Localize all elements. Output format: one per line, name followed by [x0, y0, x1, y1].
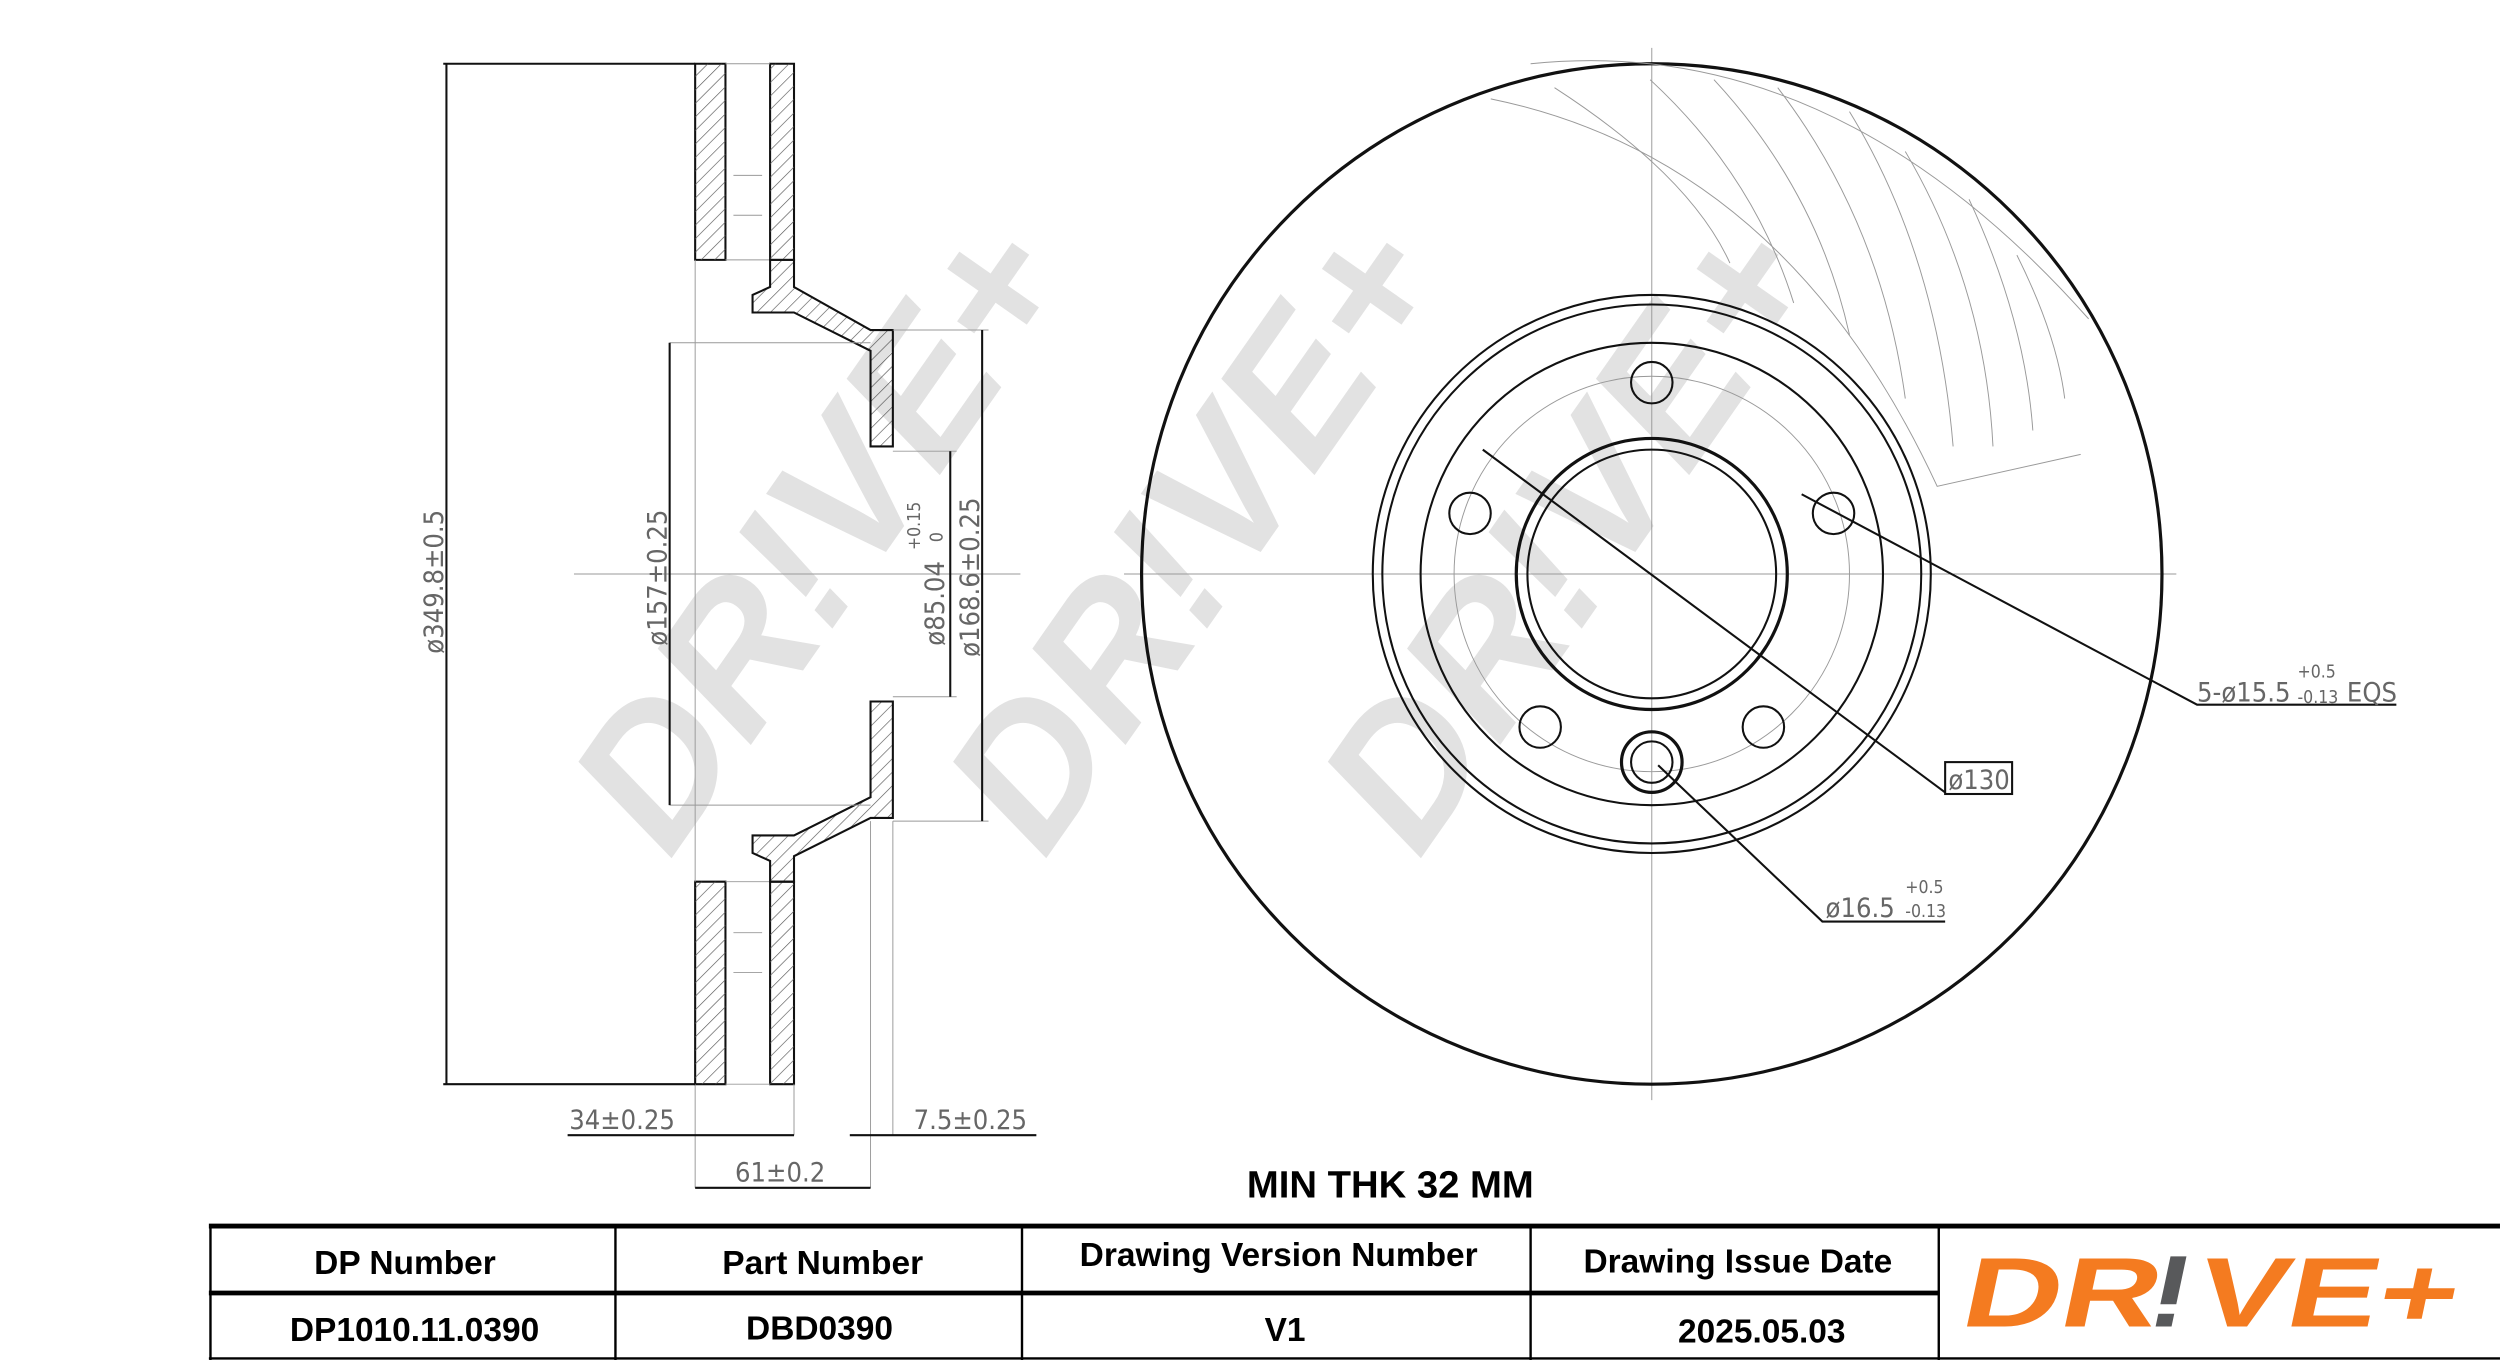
- svg-text:DR VE+: DR VE+: [1953, 1239, 2471, 1349]
- header-dp-number: DP Number: [314, 1245, 496, 1282]
- value-part-number: DBD0390: [746, 1310, 893, 1347]
- dim-thickness: 34±0.25: [569, 1105, 675, 1136]
- bolt-hole: [1741, 705, 1786, 749]
- drive-logo: DR VE+: [1953, 1239, 2471, 1349]
- front-view: 5-ø15.5 +0.5 -0.13 EQS ø130 ø16.5 +0.5 -…: [1124, 47, 2397, 1101]
- svg-text:+0.15: +0.15: [905, 502, 925, 550]
- watermark: DR!VE+ DR!VE+ DR!VE+: [528, 183, 1858, 885]
- side-section-view: [573, 62, 1021, 1188]
- dim-bolt-holes: 5-ø15.5: [2197, 678, 2290, 709]
- title-block: DP Number Part Number Drawing Version Nu…: [208, 1223, 2500, 1360]
- side-dimensions: ø349.8±0.5 ø157±0.25 ø85.04 +0.15 0 ø168…: [419, 62, 1037, 1189]
- dim-hat-thickness: 7.5±0.25: [914, 1105, 1027, 1136]
- bolt-hole: [1518, 705, 1562, 749]
- svg-text:+0.5: +0.5: [2298, 663, 2336, 683]
- header-issue-date: Drawing Issue Date: [1583, 1243, 1892, 1280]
- value-dp-number: DP1010.11.0390: [290, 1312, 539, 1349]
- bolt-hole: [1630, 360, 1674, 405]
- dim-outer-diameter: ø349.8±0.5: [419, 510, 450, 654]
- svg-text:0: 0: [927, 532, 947, 542]
- dim-pcd: ø130: [1948, 765, 2009, 796]
- value-issue-date: 2025.05.03: [1678, 1313, 1846, 1350]
- dim-hat-diameter: ø168.6±0.25: [955, 498, 986, 657]
- dim-center-bore: ø85.04: [920, 561, 951, 646]
- svg-text:EQS: EQS: [2347, 678, 2397, 709]
- min-thickness-note: MIN THK 32 MM: [1247, 1163, 1534, 1206]
- bolt-hole: [1448, 491, 1492, 536]
- value-version: V1: [1265, 1312, 1306, 1349]
- header-version: Drawing Version Number: [1080, 1237, 1478, 1274]
- svg-text:-0.13: -0.13: [2298, 688, 2339, 708]
- bolt-hole: [1811, 491, 1856, 536]
- dim-157: ø157±0.25: [642, 510, 673, 646]
- svg-text:-0.13: -0.13: [1905, 902, 1946, 922]
- header-part-number: Part Number: [722, 1245, 923, 1282]
- svg-text:+0.5: +0.5: [1905, 878, 1943, 898]
- dim-total-height: 61±0.2: [735, 1157, 825, 1188]
- dim-locator-hole: ø16.5: [1826, 893, 1895, 924]
- locator-hole: [1619, 730, 1684, 794]
